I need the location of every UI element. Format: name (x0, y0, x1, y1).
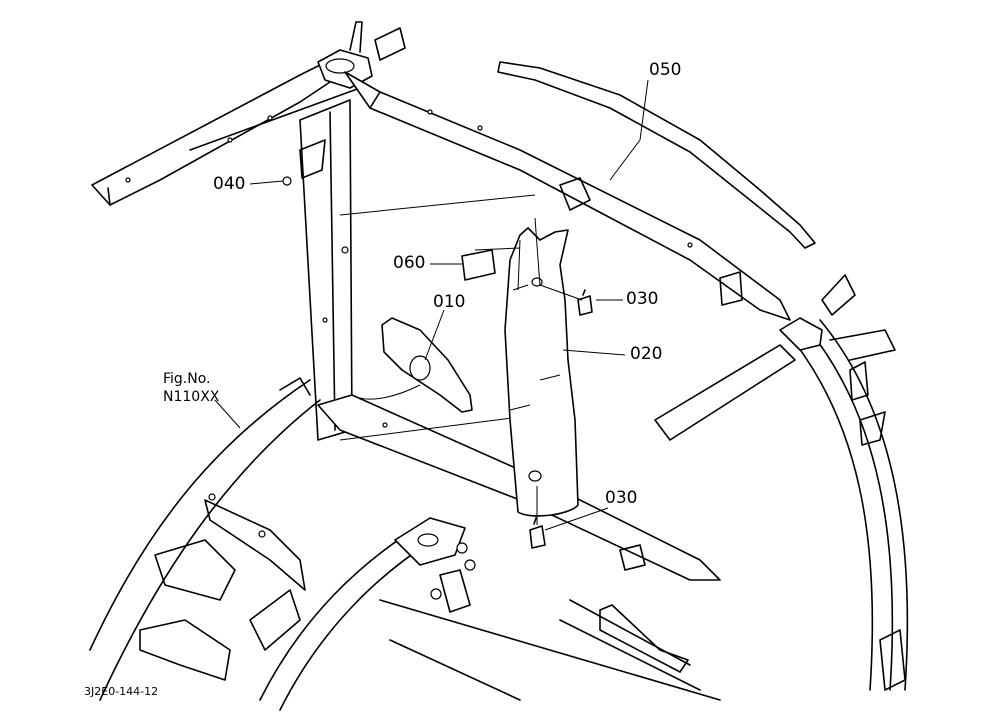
roof-main-beam (344, 71, 791, 321)
part-050-strip (497, 61, 816, 249)
callout-030-lower: 030 (605, 488, 638, 508)
part-040-clip (282, 176, 292, 186)
figure-number-value: N110XX (163, 389, 220, 405)
part-030-screw-upper (577, 289, 593, 316)
callout-020: 020 (630, 344, 663, 364)
drawing-code: 3J2E0-144-12 (84, 685, 159, 698)
left-curved-rail (89, 377, 321, 701)
right-diagonal-strut (654, 344, 796, 441)
callout-010: 010 (433, 292, 466, 312)
part-060-pad (461, 249, 496, 281)
callout-040: 040 (213, 174, 246, 194)
lower-left-brackets (139, 493, 306, 681)
callout-030-upper: 030 (626, 289, 659, 309)
figure-number-label: Fig.No. (163, 371, 211, 387)
right-curved-rails (779, 274, 909, 691)
callout-060: 060 (393, 253, 426, 273)
roof-frame-top-joint (317, 21, 406, 89)
part-020-cover (504, 227, 579, 517)
roof-frame-left-rail (91, 59, 361, 206)
lower-floor-frame (259, 517, 721, 711)
inner-panel-outline (339, 194, 536, 441)
part-030-screw-lower (529, 517, 546, 549)
callout-050: 050 (649, 60, 682, 80)
vertical-pillar (299, 99, 353, 441)
part-010-plate (381, 317, 473, 413)
leader-lines (214, 79, 649, 531)
